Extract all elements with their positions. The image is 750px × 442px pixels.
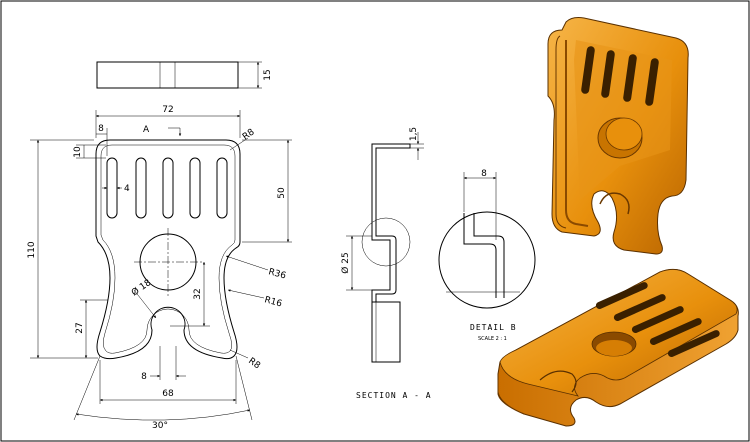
- dim-height-27: 27: [75, 322, 85, 333]
- dim-thickness-1-5: 1,5: [409, 127, 419, 141]
- dim-slot-width-4: 4: [124, 184, 130, 194]
- dim-corner-r8-bottom: R8: [246, 356, 262, 371]
- dim-dia-18: Ø 18: [129, 277, 153, 298]
- dim-height-50: 50: [277, 187, 287, 199]
- detail-view: 8 DETAIL B SCALE 2 : 1: [438, 169, 536, 342]
- detail-caption: DETAIL B: [470, 323, 517, 332]
- dim-neck-8: 8: [141, 372, 147, 382]
- dim-angle-30: 30°: [152, 421, 168, 431]
- dim-detail-8: 8: [481, 169, 487, 179]
- dim-height-15: 15: [263, 69, 273, 80]
- dim-slot-top-10: 10: [73, 146, 83, 158]
- dim-height-110: 110: [27, 241, 37, 258]
- iso-view-flat: [497, 268, 739, 427]
- front-view: A 72 8 10 4 R8 50 110 R36: [27, 105, 292, 431]
- section-label-a: A: [143, 125, 150, 135]
- section-caption: SECTION A - A: [356, 391, 432, 400]
- dim-width-68: 68: [162, 389, 174, 399]
- dim-dia-25: Ø 25: [340, 252, 351, 273]
- iso-view-upright: [547, 17, 689, 255]
- detail-scale: SCALE 2 : 1: [478, 336, 507, 342]
- dim-slot-offset-8: 8: [98, 124, 104, 134]
- dim-width-72: 72: [162, 105, 173, 115]
- dim-dist-32: 32: [193, 288, 203, 299]
- dim-radius-r36: R36: [267, 267, 287, 281]
- dim-radius-r16: R16: [263, 295, 283, 309]
- section-view: 1,5 Ø 25 SECTION A - A: [340, 127, 432, 400]
- top-view: 15: [96, 61, 273, 89]
